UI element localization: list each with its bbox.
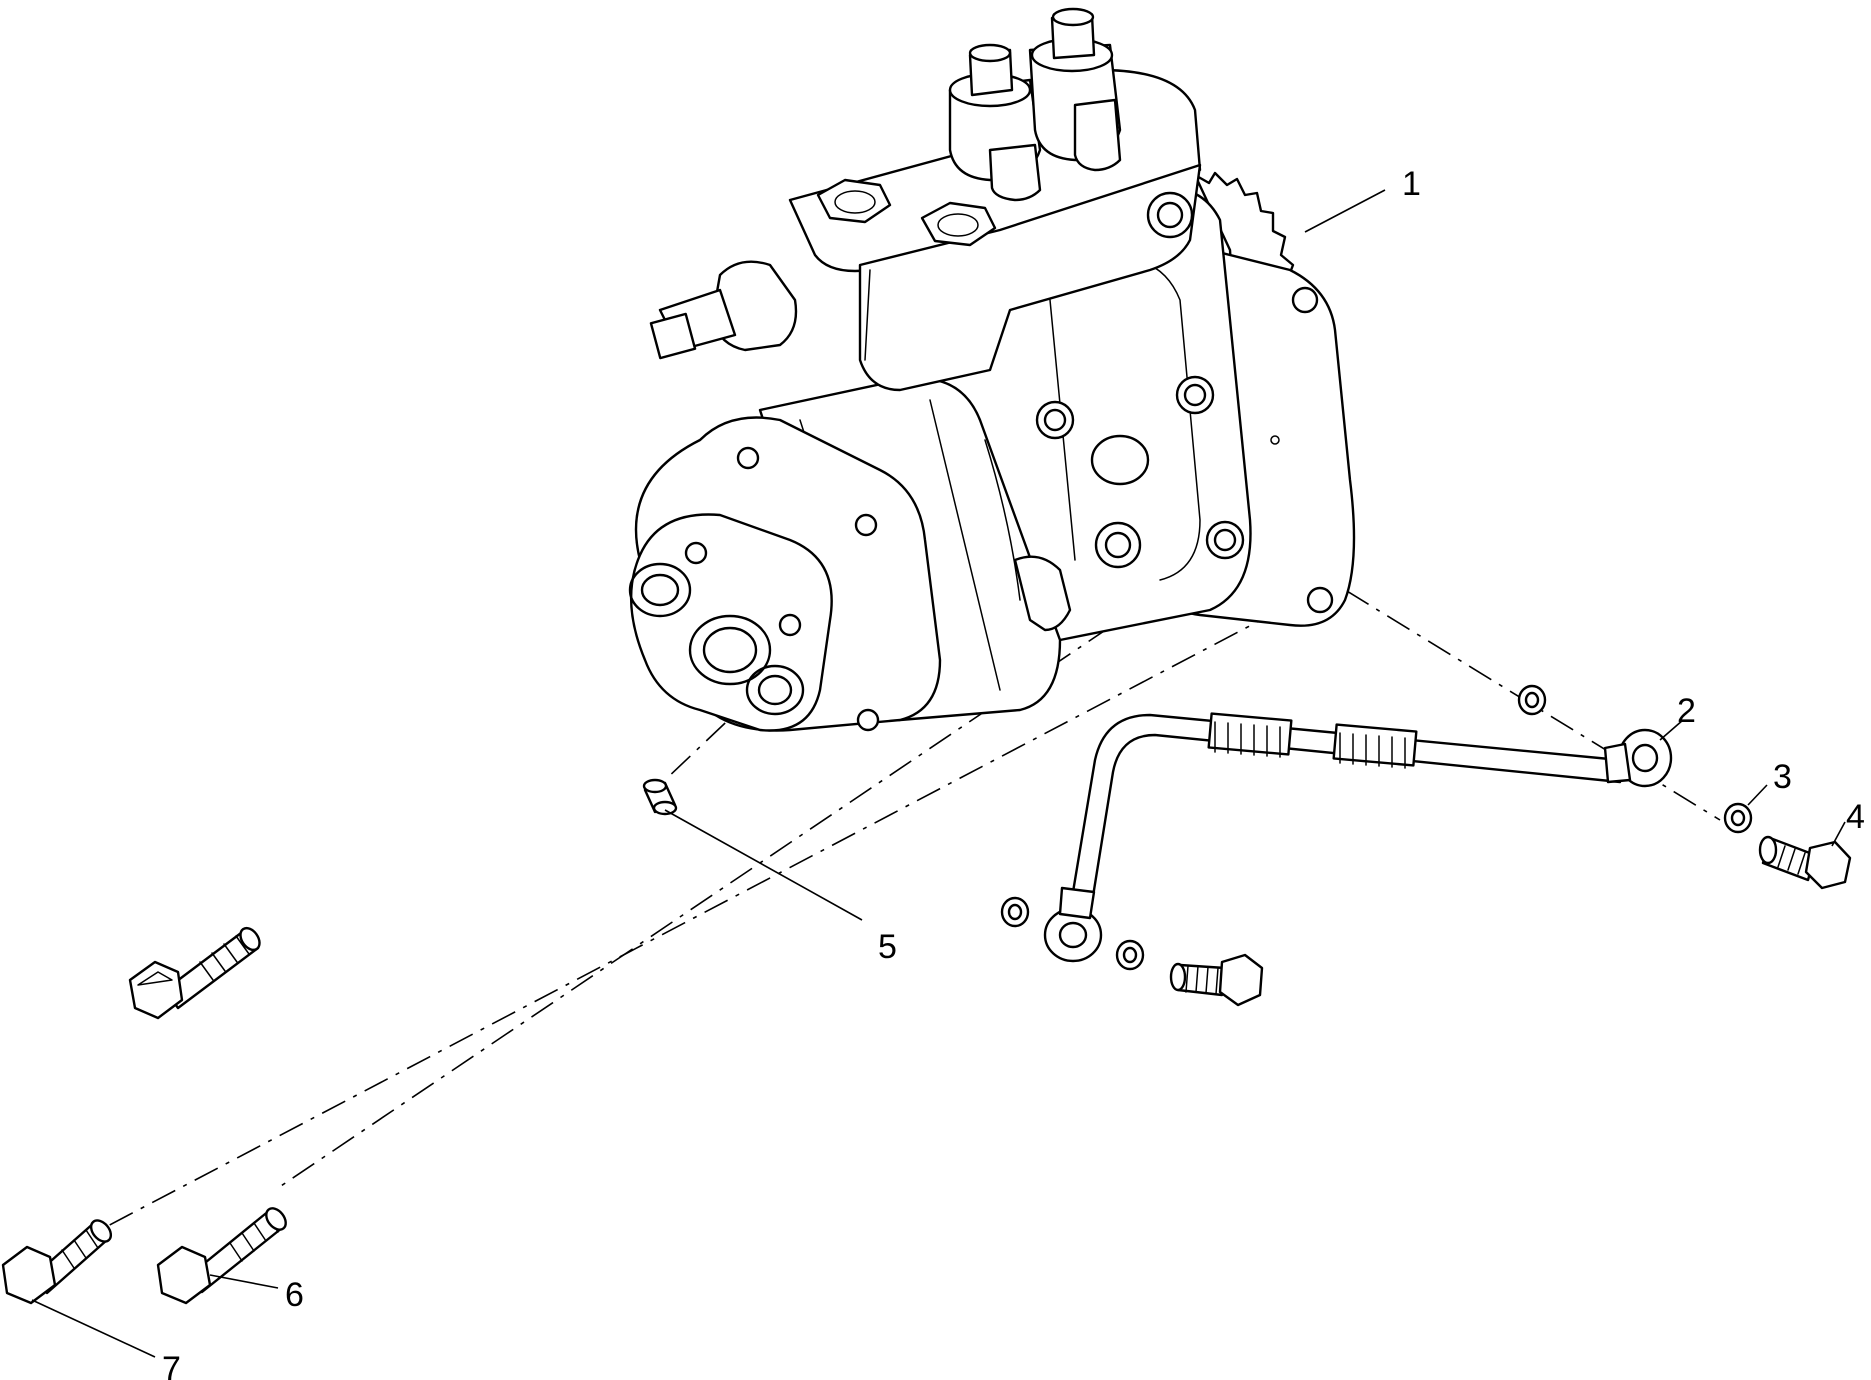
callout-1: 1 — [1402, 165, 1421, 203]
high-pressure-pump — [628, 7, 1356, 732]
sensor-plug — [1013, 555, 1072, 632]
valve-connector — [649, 312, 697, 360]
fuel-line-sleeve-right — [1332, 723, 1418, 767]
mounting-bolt-6 — [156, 1207, 287, 1305]
callout-6: 6 — [285, 1276, 304, 1314]
fuel-line-sleeve-left — [1207, 712, 1293, 756]
banjo-bolt-lower — [1169, 953, 1264, 1007]
mounting-bolt-7 — [1, 1219, 113, 1305]
rail-nut-left — [816, 178, 892, 224]
rail-nut-right — [920, 201, 997, 247]
banjo-bolt-upper — [1758, 835, 1852, 890]
callout-5: 5 — [878, 928, 897, 966]
callout-3: 3 — [1773, 758, 1792, 796]
callout-4: 4 — [1846, 798, 1865, 836]
seal-ring-upper-outer — [1723, 802, 1753, 834]
seal-ring-upper-inner — [1517, 684, 1547, 716]
callout-2: 2 — [1677, 692, 1696, 730]
callouts: 1 2 3 4 5 6 7 — [162, 165, 1865, 1380]
seal-ring-lower-inner — [1000, 896, 1030, 928]
fuel-line-tube — [1068, 713, 1622, 912]
plug — [642, 778, 678, 816]
fuel-line — [1043, 712, 1673, 963]
sealing-rings — [1000, 684, 1753, 971]
seal-ring-lower-outer — [1115, 939, 1145, 971]
callout-7: 7 — [162, 1350, 181, 1380]
hex-bolt-spare — [128, 926, 261, 1020]
leader-lines — [31, 189, 1846, 1358]
